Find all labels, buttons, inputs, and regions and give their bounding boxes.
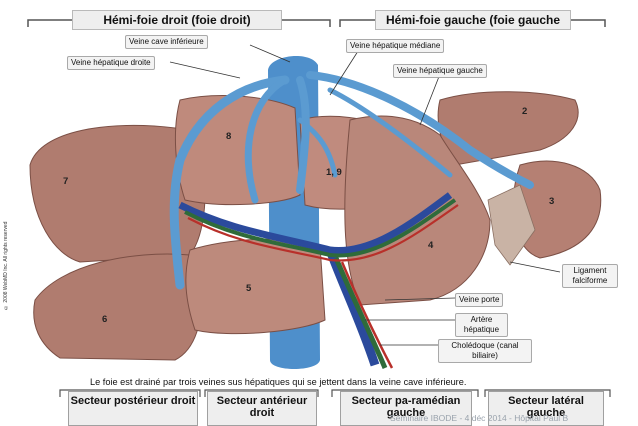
label-bile-duct: Cholédoque (canal biliaire) <box>438 339 532 363</box>
leader-vhd <box>169 61 241 79</box>
label-middle-hepatic-vein: Veine hépatique médiane <box>346 39 445 53</box>
leader-vci <box>249 44 291 63</box>
bile-duct-branch <box>184 198 457 258</box>
portal-vein-branch <box>178 192 453 255</box>
sector-bracket-1 <box>59 389 201 397</box>
sector-lateral-left: Secteur latéral gauche <box>488 391 604 426</box>
label-artery: Artère hépatique <box>455 313 508 337</box>
segment-1-9-label: 1, 9 <box>326 167 342 178</box>
label-ligament: Ligament falciforme <box>562 264 618 288</box>
sector-bracket-2 <box>204 389 319 397</box>
segment-6-label: 6 <box>102 314 108 325</box>
sector-bracket-3 <box>331 389 479 397</box>
segment-3-label: 3 <box>549 196 555 207</box>
copyright-text: © 2008 WebMD Inc. All rights reserved <box>3 221 9 310</box>
middle-hepatic-vein <box>296 76 310 194</box>
label-vena-cava: Veine cave inférieure <box>125 35 208 49</box>
segment-2-label: 2 <box>522 106 528 117</box>
segment-8-label: 8 <box>226 131 232 142</box>
hepatic-branch-3 <box>297 117 338 178</box>
leader-ligament <box>509 261 561 273</box>
bile-duct-trunk <box>333 257 388 369</box>
footer-text: Séminaire IBODE - 4 déc 2014 - Hôpital P… <box>390 413 569 423</box>
middle-hepatic-branch <box>244 76 289 204</box>
leader-vhm <box>329 47 361 96</box>
sector-posterior-right: Secteur postérieur droit <box>68 391 198 426</box>
caption: Le foie est drainé par trois veines sus … <box>90 377 467 387</box>
sector-bracket-4 <box>484 389 611 397</box>
label-left-hepatic-vein: Veine hépatique gauche <box>393 64 487 78</box>
right-liver-header: Hémi-foie droit (foie droit) <box>72 10 282 30</box>
label-right-hepatic-vein: Veine hépatique droite <box>67 56 155 70</box>
right-hepatic-vein <box>169 75 290 290</box>
left-hepatic-vein <box>306 71 534 189</box>
label-portal-vein: Veine porte <box>455 293 504 307</box>
left-hepatic-branch <box>327 87 453 178</box>
segment-2-shape <box>437 91 579 166</box>
artery-branch <box>187 204 459 262</box>
sector-paramedian-left: Secteur pa-ramédian gauche <box>340 391 472 426</box>
artery-trunk <box>340 261 394 369</box>
segment-5-shape <box>185 238 326 335</box>
sector-anterior-right: Secteur antérieur droit <box>207 391 317 426</box>
ligament-shape <box>487 184 536 266</box>
leader-porte <box>384 297 456 301</box>
left-liver-header: Hémi-foie gauche (foie gauche <box>375 10 571 30</box>
segment-4-label: 4 <box>428 240 434 251</box>
segment-7-label: 7 <box>63 176 69 187</box>
portal-vein-trunk <box>325 248 380 367</box>
leader-vhg <box>419 73 441 126</box>
segment-8-shape <box>174 95 301 206</box>
segment-5-label: 5 <box>246 283 252 294</box>
